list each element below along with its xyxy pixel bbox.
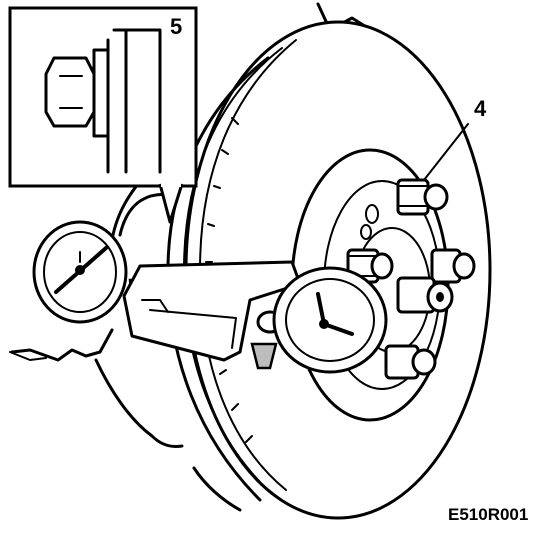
callout-inset: 5 bbox=[170, 14, 182, 39]
callout-number-wheel-stud: 4 bbox=[474, 96, 487, 121]
inset-stud-nut bbox=[44, 28, 162, 174]
wheel-stud-nut bbox=[384, 344, 437, 380]
leader-line bbox=[423, 123, 469, 181]
wheel-stud-nut bbox=[396, 276, 454, 314]
wheel-stud-nuts bbox=[346, 178, 476, 380]
wheel-stud-nut bbox=[430, 248, 476, 284]
dial-gauge-left bbox=[32, 220, 128, 324]
callout-wheel-stud: 4 bbox=[423, 96, 487, 181]
dial-gauge-right bbox=[272, 266, 388, 374]
wheel-stud-nut bbox=[396, 178, 449, 216]
figure-code: E510R001 bbox=[448, 505, 528, 524]
callout-number-inset: 5 bbox=[170, 14, 182, 39]
dial-gauge-holder bbox=[122, 260, 302, 370]
inset-detail bbox=[8, 6, 198, 224]
